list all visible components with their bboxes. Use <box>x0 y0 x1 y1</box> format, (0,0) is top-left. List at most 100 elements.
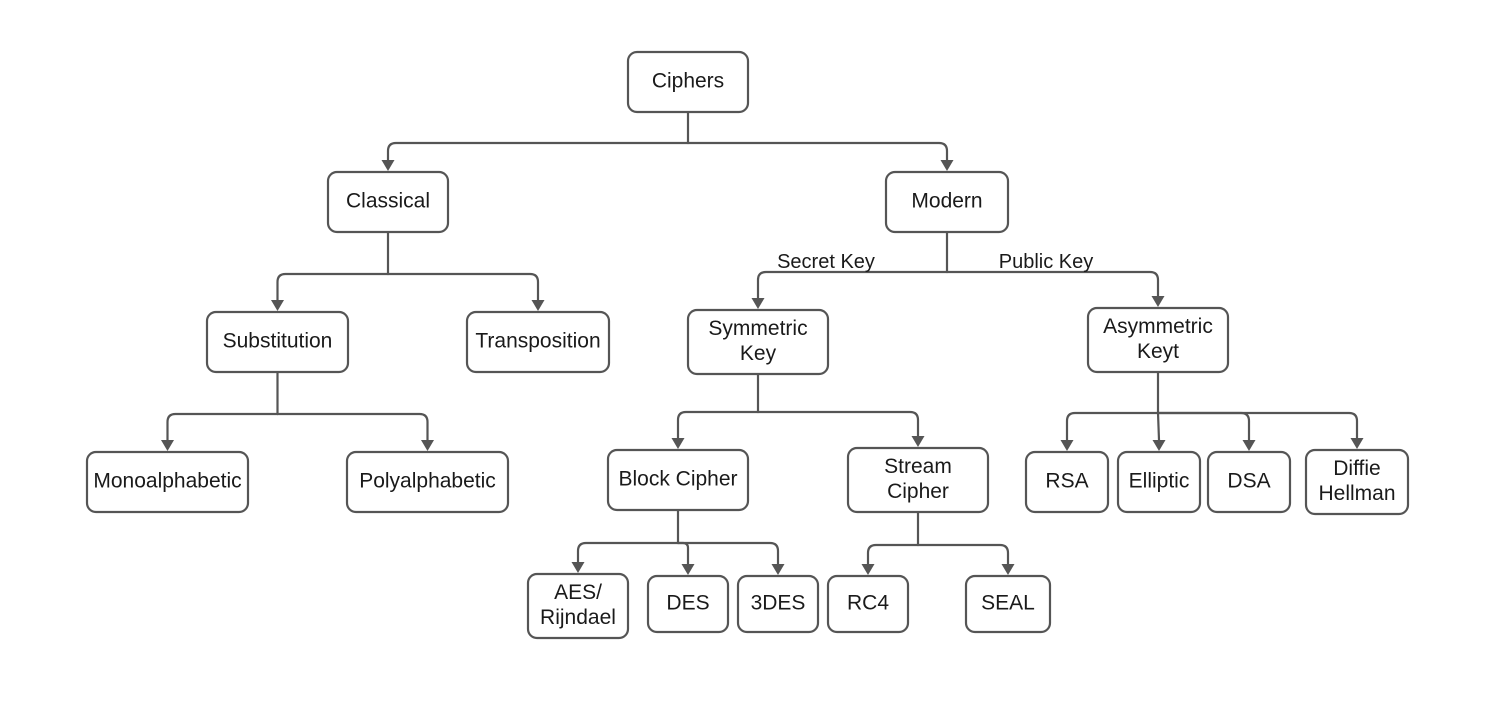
edge-line <box>386 272 540 302</box>
node-box-aesrijndael[interactable] <box>526 572 630 640</box>
edge-arrowhead <box>271 300 284 311</box>
node-box-asymmetric[interactable] <box>1086 306 1230 374</box>
edge-line <box>676 410 760 440</box>
node-aesrijndael[interactable]: AES/Rijndael <box>526 572 630 640</box>
node-box-rsa[interactable] <box>1024 450 1110 514</box>
node-ciphers[interactable]: Ciphers <box>626 50 750 114</box>
node-box-modern[interactable] <box>884 170 1010 234</box>
edge-arrowhead <box>940 160 954 171</box>
node-box-blockcipher[interactable] <box>606 448 750 512</box>
edge-e12 <box>1152 411 1166 451</box>
edge-arrowhead <box>421 440 434 451</box>
node-label-substitution: Substitution <box>223 330 333 353</box>
node-box-rc4[interactable] <box>826 574 910 634</box>
edge-arrowhead <box>751 298 765 309</box>
node-monoalphabetic[interactable]: Monoalphabetic <box>85 450 250 514</box>
node-classical[interactable]: Classical <box>326 170 450 234</box>
node-label-aesrijndael: AES/ <box>554 581 602 604</box>
edge-line <box>756 270 949 300</box>
edge-line <box>166 412 279 442</box>
edge-arrowhead <box>911 436 925 447</box>
edge-e2 <box>686 141 954 171</box>
edge-e14 <box>1156 411 1364 449</box>
edge-arrowhead <box>571 562 585 573</box>
node-box-3des[interactable] <box>736 574 820 634</box>
node-seal[interactable]: SEAL <box>964 574 1052 634</box>
edge-line <box>1156 411 1359 440</box>
node-transposition[interactable]: Transposition <box>465 310 611 374</box>
edge-line <box>1156 411 1251 442</box>
edge-e16 <box>676 541 695 575</box>
node-label-aesrijndael: Rijndael <box>540 606 616 629</box>
node-des[interactable]: DES <box>646 574 730 634</box>
edge-line <box>676 541 780 566</box>
node-box-des[interactable] <box>646 574 730 634</box>
edge-e15 <box>571 541 680 573</box>
edge-arrowhead <box>1350 438 1364 449</box>
edge-e5 <box>751 270 949 309</box>
node-box-seal[interactable] <box>964 574 1052 634</box>
node-blockcipher[interactable]: Block Cipher <box>606 448 750 512</box>
node-box-polyalphabetic[interactable] <box>345 450 510 514</box>
node-label-ciphers: Ciphers <box>652 70 724 93</box>
node-dsa[interactable]: DSA <box>1206 450 1292 514</box>
node-box-ciphers[interactable] <box>626 50 750 114</box>
node-polyalphabetic[interactable]: Polyalphabetic <box>345 450 510 514</box>
node-label-asymmetric: Asymmetric <box>1103 315 1213 338</box>
node-label-symmetric: Symmetric <box>708 317 807 340</box>
node-label-modern: Modern <box>911 190 982 213</box>
edge-line <box>576 541 680 564</box>
node-rc4[interactable]: RC4 <box>826 574 910 634</box>
edge-e9 <box>671 410 760 449</box>
node-box-elliptic[interactable] <box>1116 450 1202 514</box>
node-label-asymmetric: Keyt <box>1137 340 1179 363</box>
node-box-symmetric[interactable] <box>686 308 830 376</box>
node-3des[interactable]: 3DES <box>736 574 820 634</box>
node-box-transposition[interactable] <box>465 310 611 374</box>
edge-e3 <box>271 272 390 311</box>
edge-e18 <box>861 543 920 575</box>
node-box-monoalphabetic[interactable] <box>85 450 250 514</box>
edge-arrowhead <box>381 160 395 171</box>
node-box-streamcipher[interactable] <box>846 446 990 514</box>
edge-arrowhead <box>681 564 695 575</box>
node-box-substitution[interactable] <box>205 310 350 374</box>
node-box-diffiehellman[interactable] <box>1304 448 1410 516</box>
node-modern[interactable]: Modern <box>884 170 1010 234</box>
edge-arrowhead <box>671 438 685 449</box>
edge-arrowhead <box>771 564 785 575</box>
lbl-public-key: Public Key <box>999 251 1094 273</box>
node-label-rsa: RSA <box>1045 470 1088 493</box>
edge-e11 <box>1060 411 1160 451</box>
edge-line <box>676 541 690 566</box>
edge-arrowhead <box>161 440 174 451</box>
lbl-secret-key: Secret Key <box>777 251 875 273</box>
node-label-streamcipher: Stream <box>884 455 952 478</box>
edge-e6 <box>945 270 1165 307</box>
edge-line <box>756 410 920 438</box>
edge-line <box>686 141 949 162</box>
node-label-transposition: Transposition <box>475 330 600 353</box>
edge-line <box>386 141 690 162</box>
node-label-streamcipher: Cipher <box>887 480 949 503</box>
node-box-classical[interactable] <box>326 170 450 234</box>
node-label-diffiehellman: Hellman <box>1318 482 1395 505</box>
edge-line <box>276 412 429 442</box>
node-box-dsa[interactable] <box>1206 450 1292 514</box>
edge-e4 <box>386 272 545 311</box>
node-label-3des: 3DES <box>751 592 806 615</box>
node-elliptic[interactable]: Elliptic <box>1116 450 1202 514</box>
edge-e17 <box>676 541 785 575</box>
node-label-diffiehellman: Diffie <box>1333 457 1380 480</box>
edge-line <box>945 270 1160 298</box>
node-substitution[interactable]: Substitution <box>205 310 350 374</box>
node-rsa[interactable]: RSA <box>1024 450 1110 514</box>
node-label-blockcipher: Block Cipher <box>618 468 737 491</box>
